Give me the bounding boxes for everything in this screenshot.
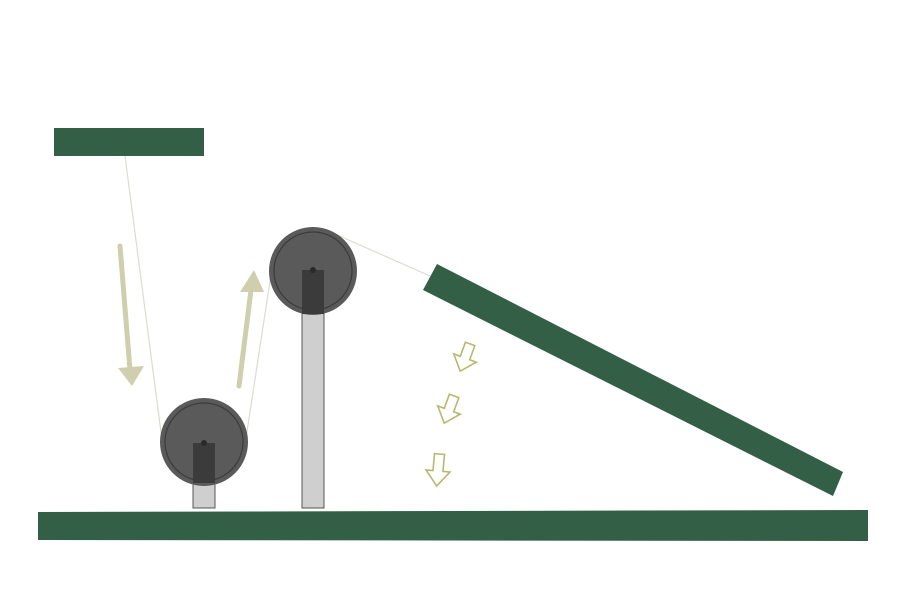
- top-left-block: [54, 128, 204, 156]
- down-arrow-icon: [117, 243, 144, 386]
- rope-segment-to-ramp: [325, 229, 431, 277]
- rope-segment-middle: [245, 267, 273, 439]
- inclined-ramp: [423, 264, 843, 496]
- hollow-down-arrow-icon: [424, 452, 452, 488]
- up-arrow-icon: [236, 270, 264, 389]
- hollow-down-arrow-icon: [436, 393, 463, 425]
- ground-platform: [38, 510, 868, 541]
- short-pulley: [160, 398, 248, 486]
- tall-pulley: [269, 227, 357, 315]
- hollow-down-arrow-icon: [452, 341, 479, 373]
- rope: [124, 155, 431, 441]
- rope-segment-top-left: [124, 155, 163, 441]
